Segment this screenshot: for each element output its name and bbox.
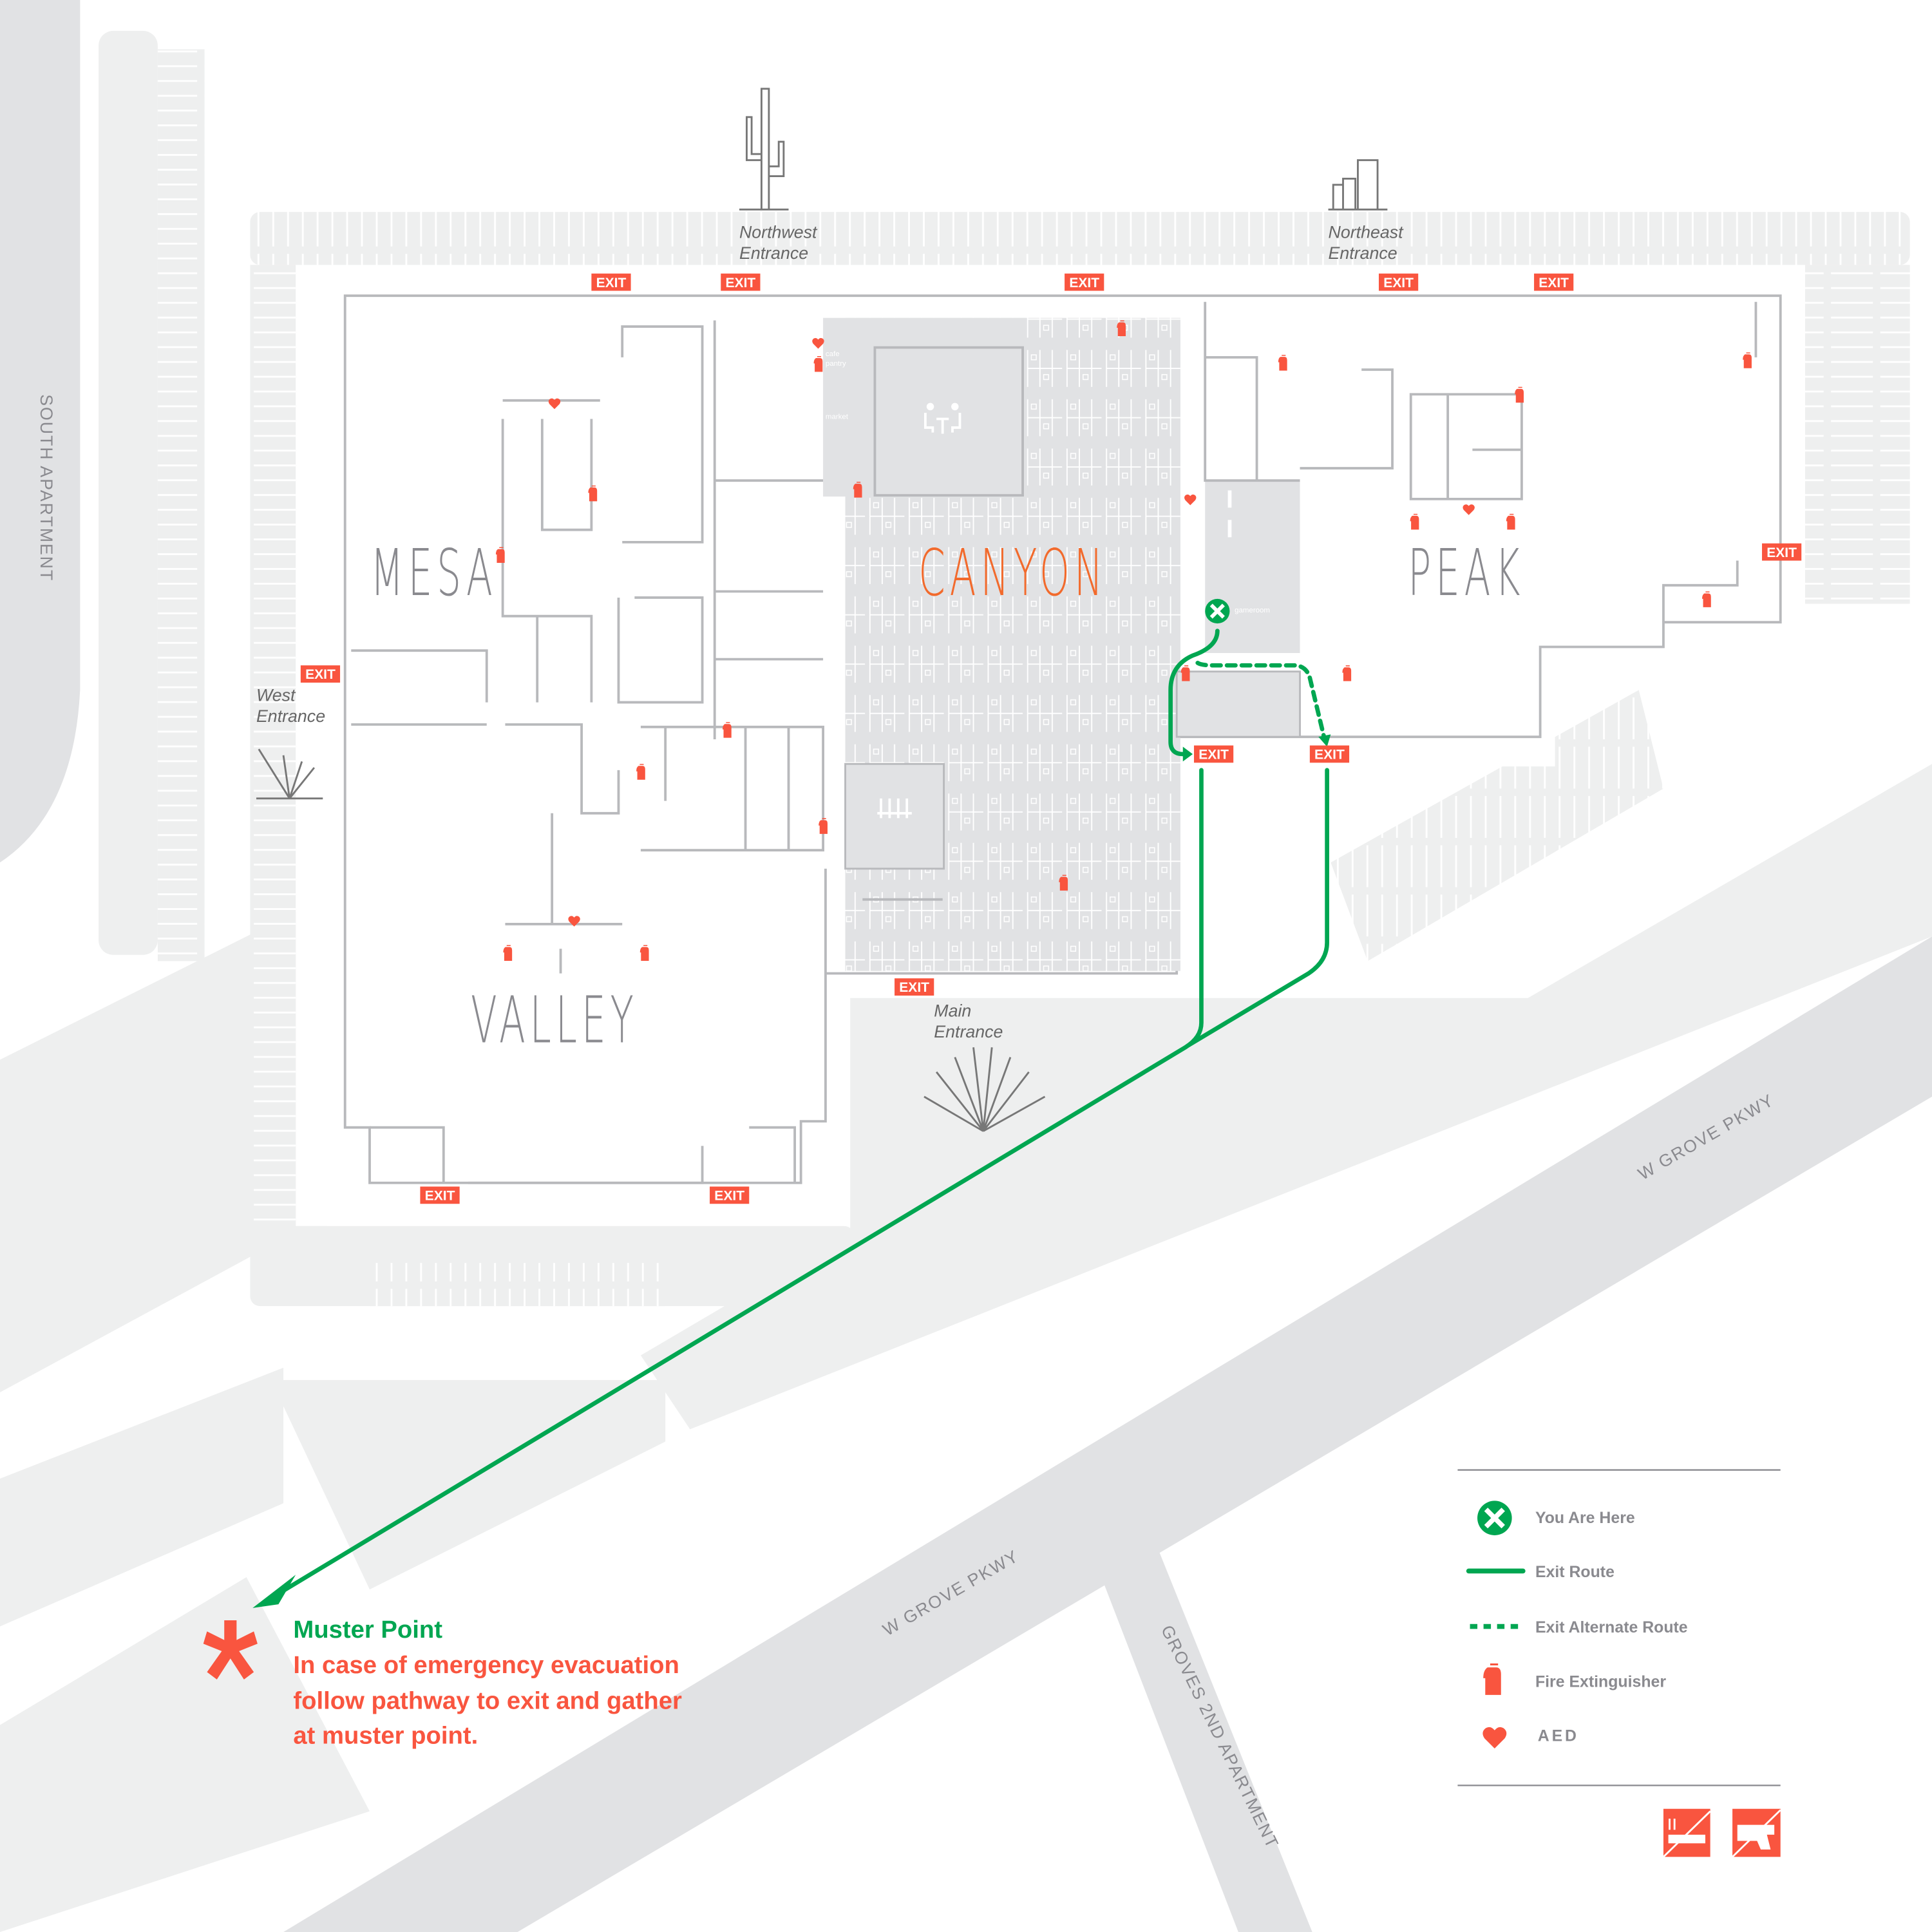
legend: You Are Here Exit Route Exit Alternate R…	[1457, 1469, 1781, 1858]
you-are-here-icon	[1477, 1501, 1512, 1535]
zone-label-canyon: CANYON	[918, 536, 1107, 611]
muster-asterisk-icon	[203, 1620, 258, 1680]
exit-sign: EXIT	[591, 273, 631, 291]
exit-sign: EXIT	[721, 273, 761, 291]
zone-label-valley: VALLEY	[471, 984, 638, 1058]
fire-extinguisher-icon	[1701, 591, 1711, 607]
aed-heart-icon	[1482, 1727, 1507, 1748]
exit-sign: EXIT	[1193, 745, 1234, 763]
fire-extinguisher-icon	[1482, 1663, 1502, 1696]
exit-sign: EXIT	[1065, 273, 1104, 291]
exit-label: EXIT	[1539, 276, 1569, 290]
gameroom	[1205, 480, 1300, 654]
room-label-gameroom: gameroom	[1235, 607, 1270, 614]
exit-sign: EXIT	[895, 978, 934, 996]
muster-line-3: at muster point.	[293, 1721, 478, 1749]
fire-extinguisher-icon	[1342, 665, 1352, 681]
exit-sign: EXIT	[300, 665, 341, 683]
plant-icons	[256, 88, 1388, 1132]
zone-label-mesa: MESA	[370, 536, 497, 611]
exit-label: EXIT	[1198, 748, 1229, 762]
exit-sign: EXIT	[1309, 745, 1350, 763]
entrance-main-2: Entrance	[934, 1022, 1003, 1041]
cactus-icon	[1328, 159, 1388, 211]
entrance-main: Main	[934, 1001, 971, 1020]
south-apartment-road	[0, 0, 80, 863]
exit-route-primary	[1168, 629, 1220, 757]
meeting-room	[844, 762, 945, 870]
fire-extinguisher-icon	[1278, 354, 1287, 371]
exit-route-to-muster	[263, 768, 1204, 1604]
exit-sign: EXIT	[1378, 273, 1419, 291]
exit-label: EXIT	[1766, 545, 1797, 560]
legend-label: You Are Here	[1535, 1509, 1635, 1527]
zone-label-peak: PEAK	[1408, 536, 1524, 611]
exit-sign: EXIT	[1762, 543, 1802, 561]
exit-label: EXIT	[305, 667, 336, 682]
room-label-market: market	[826, 413, 849, 421]
you-are-here-marker[interactable]	[1205, 598, 1230, 624]
muster-line-2: follow pathway to exit and gather	[293, 1687, 682, 1715]
room-label-pantry: pantry	[826, 360, 846, 368]
fire-extinguisher-icon	[813, 355, 823, 372]
groves-2nd-road	[1096, 1534, 1312, 1932]
entrance-northeast: Northeast	[1329, 222, 1405, 242]
exit-label: EXIT	[1383, 276, 1414, 290]
exit-label: EXIT	[726, 276, 756, 290]
fire-extinguisher-icon	[722, 722, 732, 738]
fire-extinguisher-icon	[1410, 513, 1419, 530]
legend-label: Fire Extinguisher	[1535, 1672, 1666, 1690]
exit-sign: EXIT	[710, 1186, 750, 1204]
fire-extinguisher-icon	[853, 482, 862, 498]
muster-point: Muster Point In case of emergency evacua…	[203, 1616, 682, 1749]
building: cafe pantry market gameroom	[327, 277, 1805, 1226]
fire-extinguisher-icon	[819, 818, 828, 834]
no-weapons-icon	[1732, 1808, 1781, 1858]
people-icon	[877, 798, 912, 819]
fire-extinguisher-icon	[495, 547, 505, 564]
exit-label: EXIT	[899, 980, 929, 995]
exit-label: EXIT	[425, 1189, 455, 1204]
legend-label: Exit Alternate Route	[1535, 1618, 1688, 1636]
entrance-west: West	[256, 686, 296, 705]
cactus-icon	[739, 88, 789, 211]
muster-line-1: In case of emergency evacuation	[293, 1651, 679, 1679]
exit-label: EXIT	[1314, 748, 1345, 762]
road-label-south-apartment: SOUTH APARTMENT	[37, 394, 56, 582]
entrance-northeast-2: Entrance	[1329, 243, 1397, 263]
muster-title: Muster Point	[293, 1616, 442, 1643]
fire-extinguisher-icon	[1180, 665, 1190, 681]
legend-label: Exit Route	[1535, 1563, 1615, 1581]
entrance-northwest-2: Entrance	[739, 243, 808, 263]
cactus-icon	[256, 748, 323, 800]
exit-label: EXIT	[714, 1189, 744, 1204]
dining-icon	[923, 412, 961, 434]
exit-label: EXIT	[596, 276, 627, 290]
fire-extinguisher-icon	[1506, 513, 1515, 530]
fire-extinguisher-icon	[1059, 875, 1068, 891]
entrance-northwest: Northwest	[739, 222, 818, 242]
fire-extinguisher-icon	[636, 764, 645, 780]
fire-extinguisher-icon	[639, 945, 649, 961]
legend-label: AED	[1538, 1727, 1579, 1745]
fire-extinguisher-icon	[1743, 352, 1752, 368]
fire-extinguisher-icon	[1117, 320, 1126, 337]
exit-sign: EXIT	[420, 1186, 460, 1204]
exit-route-secondary	[1186, 768, 1329, 1047]
room-label-cafe: cafe	[826, 350, 840, 358]
fire-extinguisher-icon	[1515, 386, 1524, 403]
exit-routes	[263, 629, 1329, 1604]
exit-label: EXIT	[1069, 276, 1099, 290]
agave-icon	[923, 1047, 1046, 1132]
exit-alternate-route	[1195, 661, 1327, 742]
fire-extinguisher-icon	[503, 945, 513, 961]
no-smoking-icon	[1662, 1808, 1711, 1858]
fire-extinguisher-icon	[588, 485, 598, 502]
exit-sign: EXIT	[1534, 273, 1574, 291]
entrance-west-2: Entrance	[256, 706, 325, 726]
canyon-icons	[877, 402, 1232, 819]
w-grove-pkwy-road	[283, 936, 1932, 1932]
